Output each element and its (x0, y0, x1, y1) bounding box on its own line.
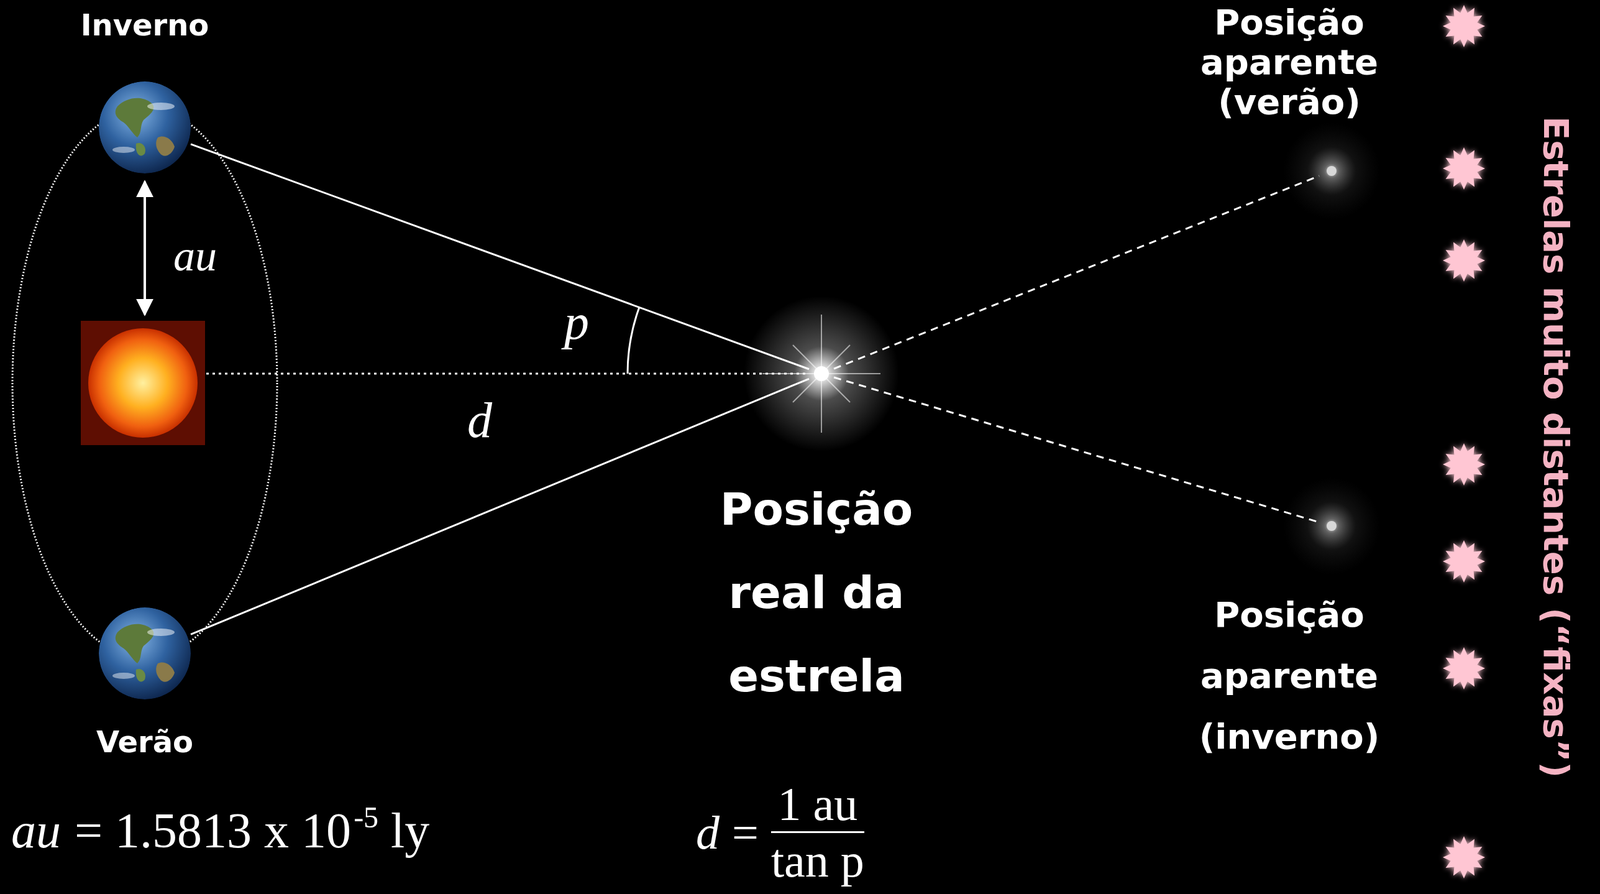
apparent-star-winter: Posição aparente (inverno) (1319, 513, 1344, 539)
star-core (813, 365, 829, 381)
au-equation: au = 1.5813 x 10-5 ly (11, 805, 430, 855)
distant-stars-label: Estrelas muito distantes (“fixas”) (1538, 116, 1574, 778)
distant-star (1442, 539, 1486, 583)
denominator: tan p (771, 836, 865, 884)
earth-picture (98, 607, 191, 700)
earth-summer: Verão (98, 607, 191, 700)
node-label: Inverno (20, 7, 270, 43)
apparent-star-core (1326, 165, 1337, 176)
earth-winter: Inverno (98, 81, 191, 174)
earth-picture (98, 81, 191, 174)
node-label: Posição real da estrela (679, 467, 954, 718)
sun-picture (88, 328, 198, 438)
distant-star (1442, 147, 1486, 190)
distant-star (1442, 4, 1486, 48)
angle-label: p (564, 297, 590, 347)
fraction-numerator: 1 au (777, 777, 858, 830)
sight-line (190, 144, 810, 370)
star-glow (743, 295, 900, 452)
au-arrow (143, 181, 147, 315)
earth-orbit (12, 107, 278, 659)
node-label: Verão (20, 723, 270, 759)
equation-term: ly (390, 805, 430, 855)
projection-line (833, 175, 1320, 369)
distant-star (1442, 646, 1486, 690)
node-label: Posição aparente (inverno) (1171, 584, 1408, 767)
distance-label: d (467, 395, 493, 445)
fraction-bar (771, 830, 865, 833)
formula-lhs: d= (695, 808, 772, 856)
apparent-star-core (1326, 520, 1337, 531)
distance-label: au (173, 234, 217, 278)
distance-formula: d= 1 au tan p (695, 779, 865, 884)
distant-star (1442, 443, 1486, 486)
equation-term: = 1.5813 x 10 (74, 805, 352, 855)
distance-line (206, 372, 808, 375)
sight-line (190, 378, 810, 634)
angle-arc (627, 306, 640, 374)
apparent-star-summer: Posição aparente (verão) (1319, 158, 1344, 184)
exponent: -5 (353, 802, 379, 832)
numerator: 1 au (777, 779, 858, 828)
apparent-star-glow (1283, 477, 1381, 575)
node-label: Posição aparente (verão) (1171, 2, 1408, 122)
real-star: Posição real da estrela (809, 361, 834, 386)
distant-star (1442, 239, 1486, 282)
fraction-denominator: tan p (771, 833, 865, 887)
sun-background (80, 320, 206, 445)
fraction: 1 au tan p (771, 779, 865, 884)
equation-term: d (695, 808, 720, 856)
equation-term: = (731, 808, 759, 856)
star-spikes (762, 314, 881, 433)
distant-star (1442, 835, 1486, 878)
apparent-star-glow (1283, 122, 1381, 220)
equation-term: au (11, 805, 61, 855)
